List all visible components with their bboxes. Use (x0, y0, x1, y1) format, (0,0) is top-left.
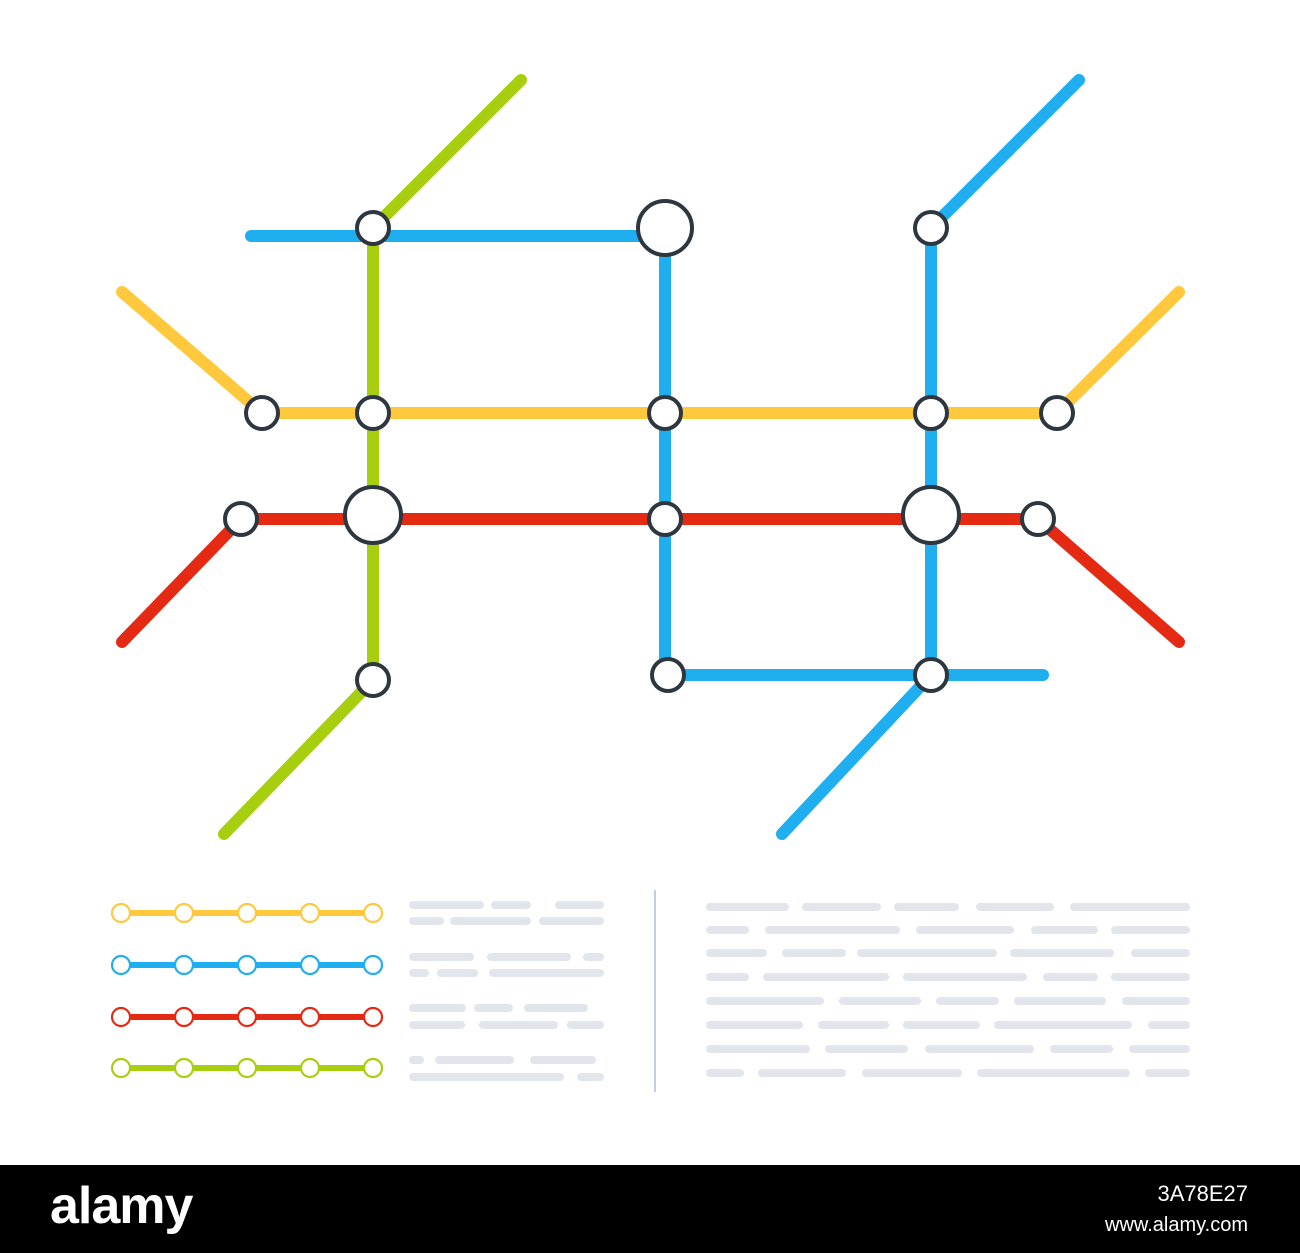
blue-line-segment (925, 74, 1085, 234)
station[interactable] (647, 395, 683, 431)
station[interactable] (647, 501, 683, 537)
legend-station (362, 1006, 384, 1028)
interchange-station[interactable] (343, 485, 403, 545)
red-line-segment (116, 513, 1185, 648)
legend-line-red (110, 1006, 384, 1028)
station[interactable] (355, 395, 391, 431)
site-url: www.alamy.com (1105, 1214, 1248, 1236)
legend-line-green (110, 1057, 384, 1079)
legend-station (299, 954, 321, 976)
image-id: 3A78E27 (1157, 1181, 1248, 1206)
legend-station (362, 954, 384, 976)
station[interactable] (913, 395, 949, 431)
legend-station (110, 1057, 132, 1079)
legend-line-blue (110, 954, 384, 976)
station[interactable] (355, 210, 391, 246)
legend-station (299, 1057, 321, 1079)
green-line-segment (218, 74, 527, 840)
legend-station (236, 902, 258, 924)
interchange-station[interactable] (636, 199, 694, 257)
station[interactable] (913, 657, 949, 693)
station[interactable] (1020, 501, 1056, 537)
legend-station (362, 902, 384, 924)
legend-station (236, 1057, 258, 1079)
brand-logo: alamy (50, 1177, 193, 1235)
legend-station (299, 1006, 321, 1028)
placeholder-text-blocks (409, 890, 1190, 1092)
legend-station (173, 1006, 195, 1028)
blue-line-segment (245, 230, 1049, 681)
legend-station (236, 1006, 258, 1028)
legend-station (173, 902, 195, 924)
legend-station (173, 1057, 195, 1079)
legend-station (110, 1006, 132, 1028)
legend-station (299, 902, 321, 924)
station[interactable] (223, 501, 259, 537)
legend-station (362, 1057, 384, 1079)
station[interactable] (913, 210, 949, 246)
legend-station (173, 954, 195, 976)
yellow-line-segment (116, 286, 1185, 419)
legend (110, 902, 384, 1079)
subway-map (110, 74, 1190, 1092)
station[interactable] (244, 395, 280, 431)
legend-station (110, 954, 132, 976)
legend-station (110, 902, 132, 924)
legend-station (236, 954, 258, 976)
footer-bar: alamy 3A78E27 www.alamy.com (0, 1165, 1300, 1253)
stations-layer (223, 199, 1075, 698)
blue-line-segment (776, 669, 937, 840)
station[interactable] (1039, 395, 1075, 431)
station[interactable] (355, 662, 391, 698)
station[interactable] (650, 657, 686, 693)
lines-layer (116, 74, 1185, 840)
legend-line-yellow (110, 902, 384, 924)
interchange-station[interactable] (901, 485, 961, 545)
